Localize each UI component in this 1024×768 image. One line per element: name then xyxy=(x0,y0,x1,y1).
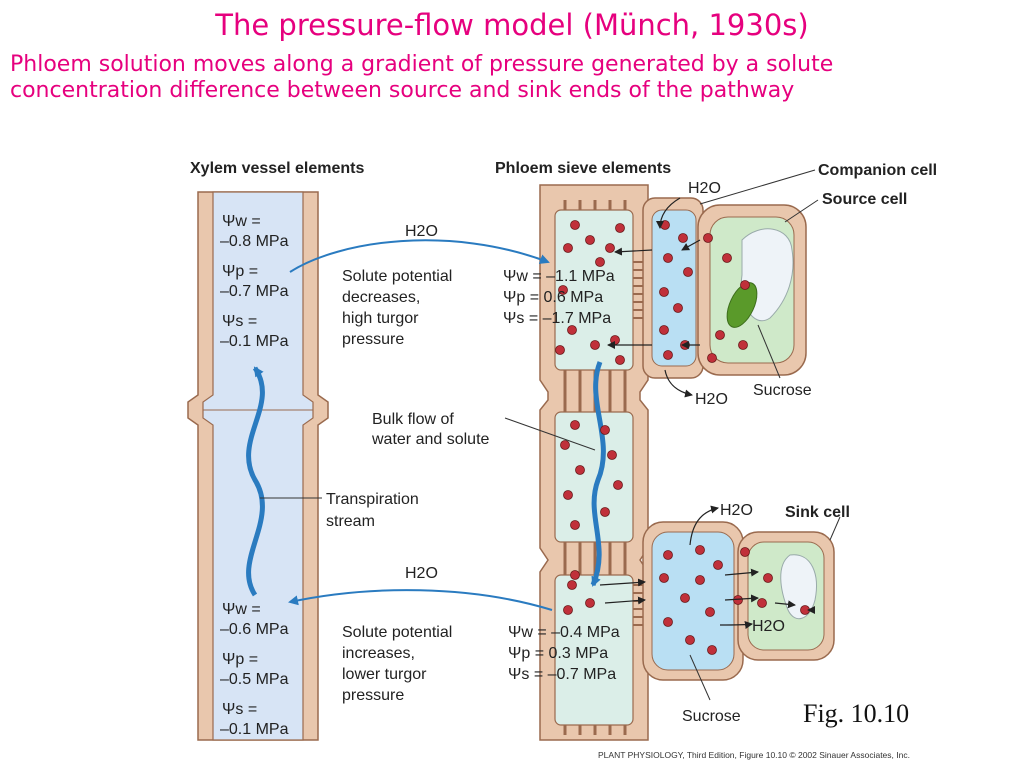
xylem-header: Xylem vessel elements xyxy=(190,160,364,177)
sucrose-label-bottom: Sucrose xyxy=(682,708,741,725)
bulk-flow-arrow xyxy=(590,361,606,587)
solute-bottom-line-4: pressure xyxy=(342,687,404,704)
figure-label: Fig. 10.10 xyxy=(803,699,909,728)
xylem-bottom-psi-s-value: –0.1 MPa xyxy=(220,721,289,738)
solute-bottom-line-1: Solute potential xyxy=(342,624,452,641)
subtitle-line-2: concentration difference between source … xyxy=(10,78,795,103)
phloem-top-psi-s: Ψs = –1.7 MPa xyxy=(503,310,611,327)
transpiration-line-2: stream xyxy=(326,513,375,530)
solute-top-line-2: decreases, xyxy=(342,289,420,306)
xylem-vessel xyxy=(187,191,329,741)
xylem-top-psi-p-label: Ψp = xyxy=(222,263,258,280)
h2o-arrow-top xyxy=(289,239,550,273)
solute-top-line-3: high turgor xyxy=(342,310,419,327)
xylem-bottom-psi-s-label: Ψs = xyxy=(222,701,257,718)
sink-cell-label: Sink cell xyxy=(785,504,850,521)
xylem-top-psi-s-label: Ψs = xyxy=(222,313,257,330)
h2o-label-source-top: H2O xyxy=(688,180,721,197)
h2o-label-source-bottom: H2O xyxy=(695,391,728,408)
sink-cell xyxy=(737,531,835,661)
h2o-arrow-bottom xyxy=(288,589,553,611)
phloem-top-psi-p: Ψp = 0.6 MPa xyxy=(503,289,603,306)
transfer-arrows xyxy=(599,197,815,629)
solute-bottom-line-2: increases, xyxy=(342,645,415,662)
phloem-bottom-psi-w: Ψw = –0.4 MPa xyxy=(508,624,620,641)
companion-cell-bottom xyxy=(642,521,744,681)
phloem-header: Phloem sieve elements xyxy=(495,160,671,177)
xylem-bottom-psi-p-value: –0.5 MPa xyxy=(220,671,289,688)
xylem-top-psi-s-value: –0.1 MPa xyxy=(220,333,289,350)
solute-top-line-1: Solute potential xyxy=(342,268,452,285)
sucrose-molecules xyxy=(555,220,810,655)
bulk-flow-line-2: water and solute xyxy=(371,431,490,448)
sucrose-label-top: Sucrose xyxy=(753,382,812,399)
source-cell xyxy=(697,204,807,376)
xylem-bottom-psi-p-label: Ψp = xyxy=(222,651,258,668)
bulk-flow-line-1: Bulk flow of xyxy=(372,411,454,428)
transpiration-line-1: Transpiration xyxy=(326,491,419,508)
phloem-bottom-psi-s: Ψs = –0.7 MPa xyxy=(508,666,616,683)
h2o-label-bottom: H2O xyxy=(405,565,438,582)
subtitle-line-1: Phloem solution moves along a gradient o… xyxy=(10,52,834,77)
companion-cell-label: Companion cell xyxy=(818,162,937,179)
source-cell-label: Source cell xyxy=(822,191,907,208)
h2o-label-sink-bottom: H2O xyxy=(752,618,785,635)
xylem-bottom-psi-w-value: –0.6 MPa xyxy=(220,621,289,638)
xylem-bottom-psi-w-label: Ψw = xyxy=(222,601,261,618)
page-title: The pressure-flow model (Münch, 1930s) xyxy=(215,8,809,42)
xylem-top-psi-p-value: –0.7 MPa xyxy=(220,283,289,300)
transpiration-stream-arrow xyxy=(246,366,265,597)
phloem-bottom-psi-p: Ψp = 0.3 MPa xyxy=(508,645,608,662)
solute-top-line-4: pressure xyxy=(342,331,404,348)
leader-lines xyxy=(260,169,841,701)
solute-bottom-line-3: lower turgor xyxy=(342,666,427,683)
phloem-top-psi-w: Ψw = –1.1 MPa xyxy=(503,268,615,285)
xylem-top-psi-w-value: –0.8 MPa xyxy=(220,233,289,250)
companion-cell-top xyxy=(642,197,704,379)
h2o-label-top: H2O xyxy=(405,223,438,240)
xylem-top-psi-w-label: Ψw = xyxy=(222,213,261,230)
credit-line: PLANT PHYSIOLOGY, Third Edition, Figure … xyxy=(598,750,910,760)
h2o-label-sink-top: H2O xyxy=(720,502,753,519)
